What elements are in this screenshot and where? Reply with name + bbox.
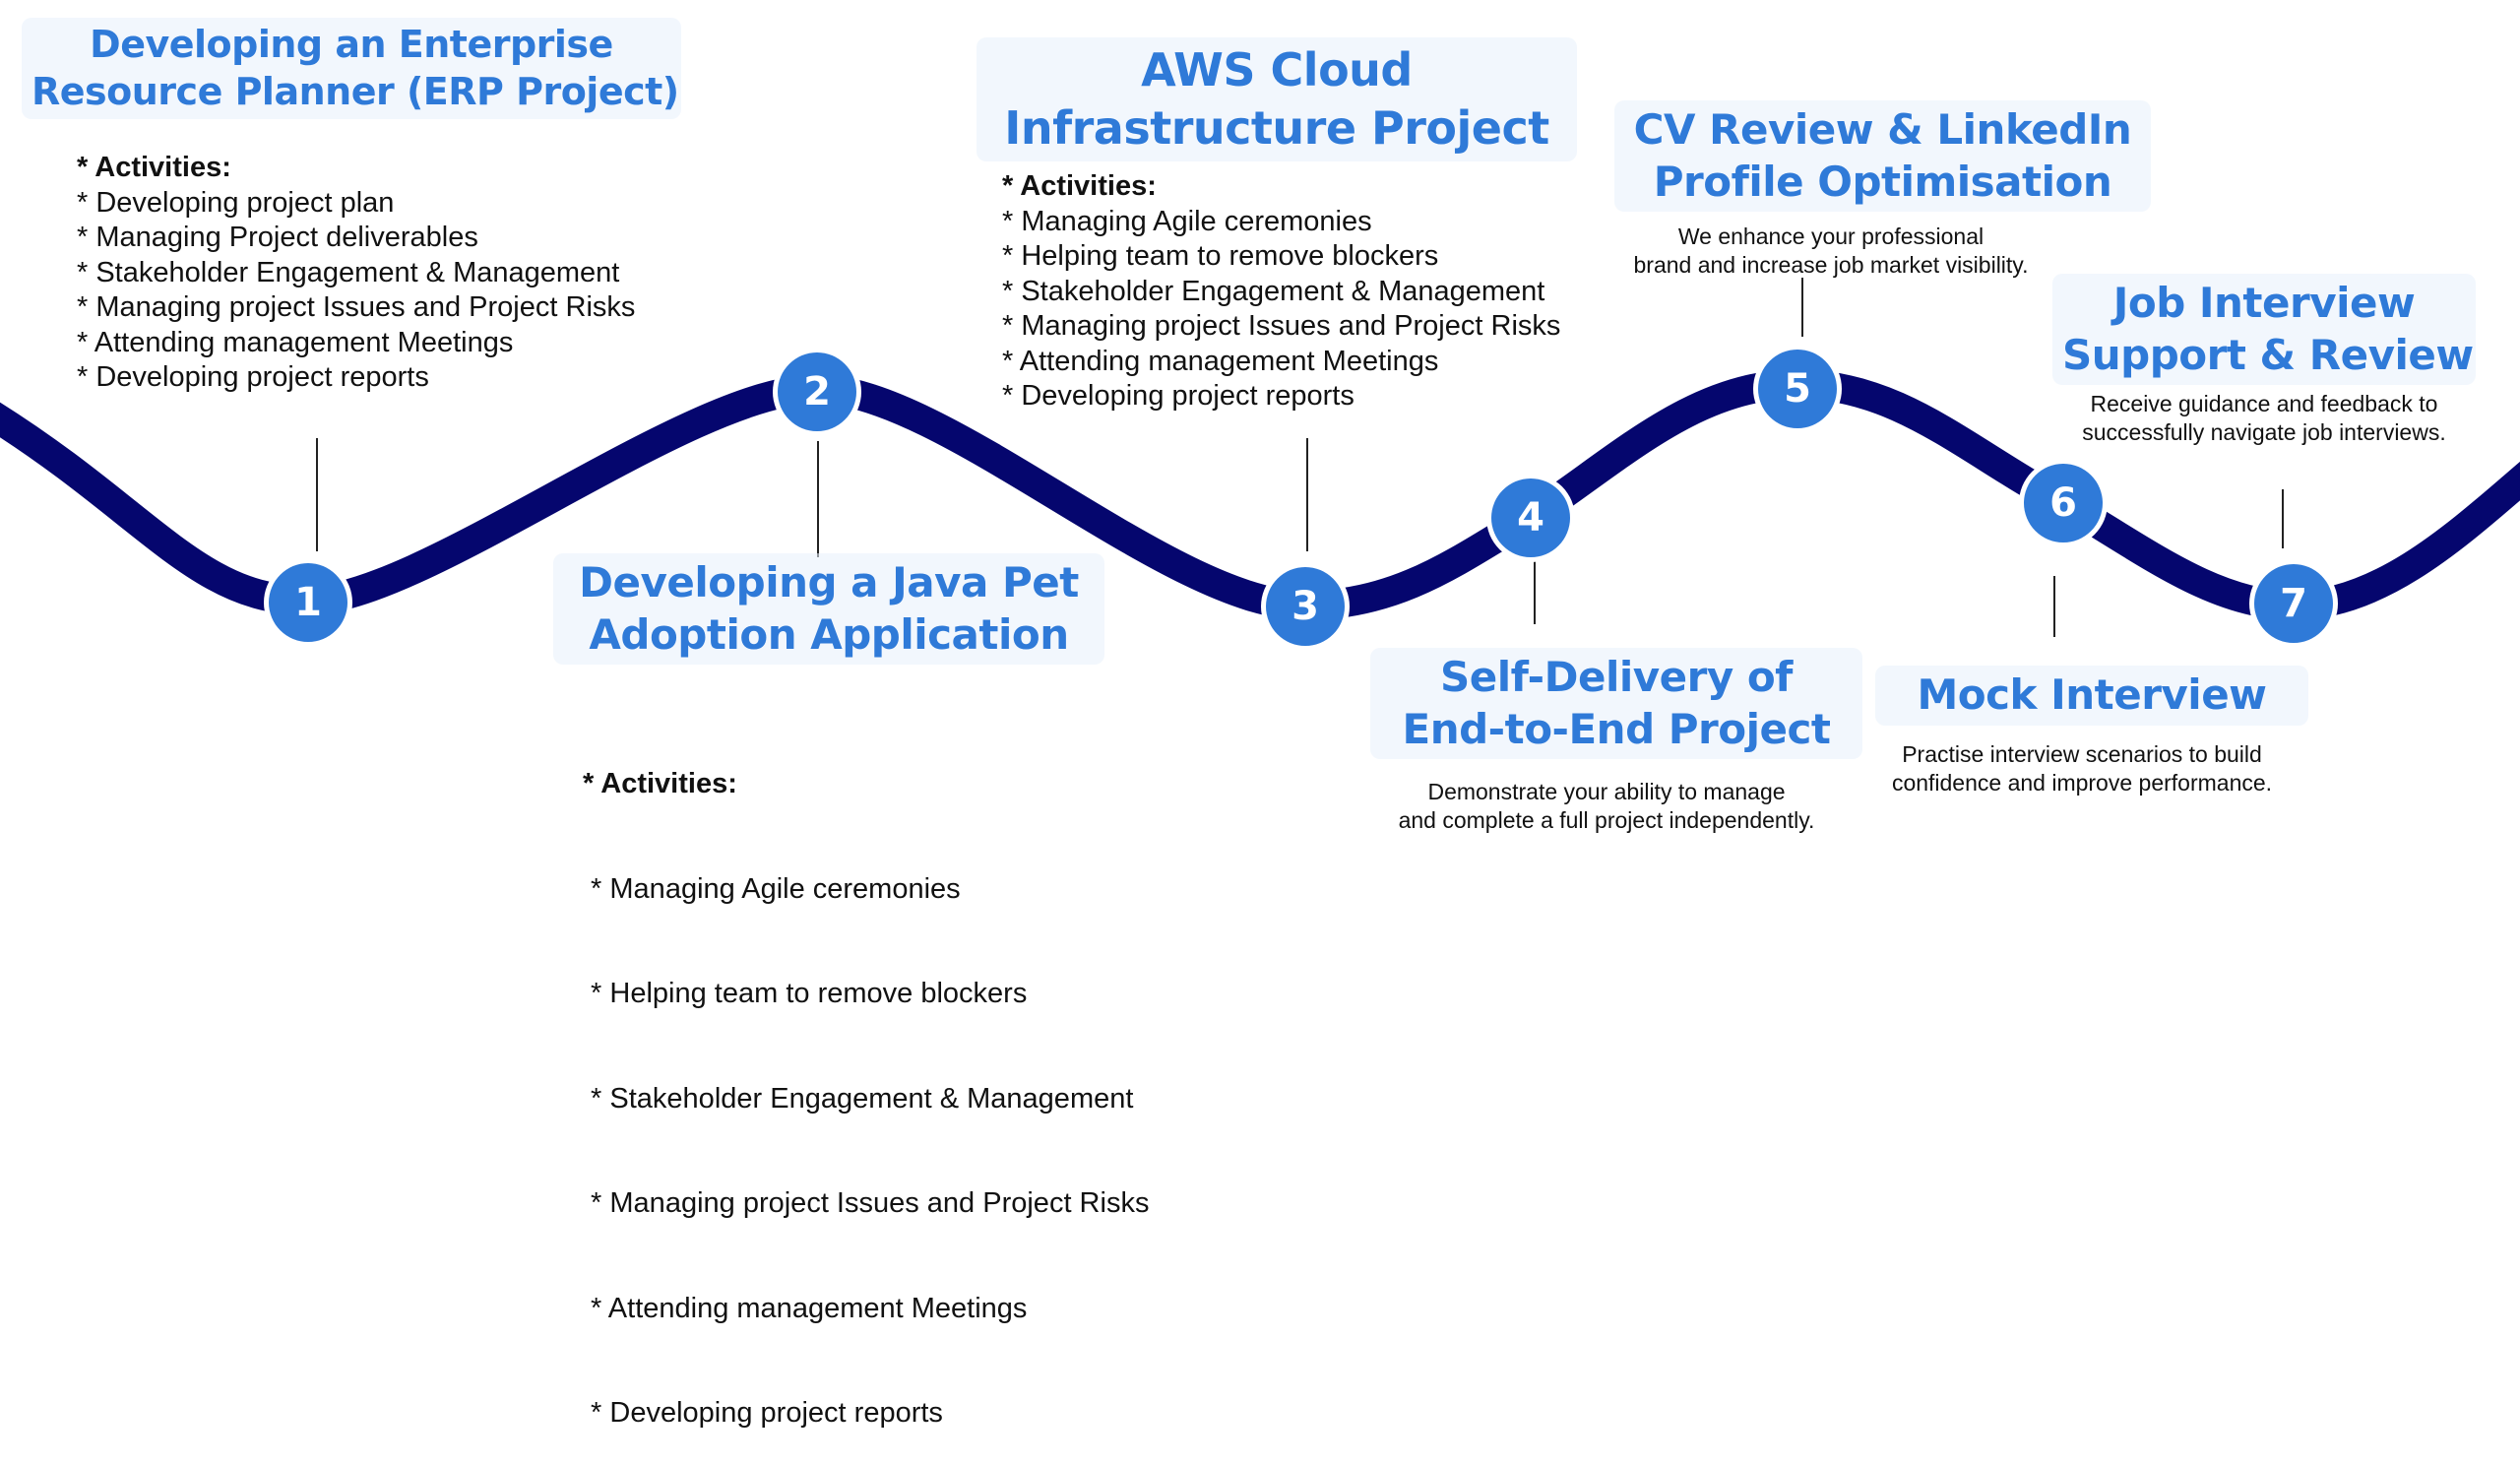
milestone-marker-4: 4 <box>1491 478 1570 557</box>
connector-3 <box>1306 438 1308 551</box>
connector-4 <box>1534 557 1536 624</box>
milestone-7-description: Receive guidance and feedback to success… <box>2082 391 2446 445</box>
milestone-marker-1: 1 <box>269 563 347 642</box>
milestone-2-activities: * Activities: * Managing Agile ceremonie… <box>583 768 1150 1429</box>
connector-5 <box>1801 278 1803 337</box>
connector-1 <box>316 438 318 551</box>
milestone-5-description: We enhance your professional brand and i… <box>1633 223 2029 278</box>
milestone-3-activities: * Activities: * Managing Agile ceremonie… <box>1002 170 1561 412</box>
milestone-marker-6: 6 <box>2024 464 2103 542</box>
connector-6 <box>2053 576 2055 637</box>
milestone-3-title: AWS Cloud Infrastructure Project <box>976 37 1577 161</box>
milestone-marker-5: 5 <box>1758 350 1837 428</box>
milestone-2-title: Developing a Java Pet Adoption Applicati… <box>553 553 1104 665</box>
milestone-6-title: Mock Interview <box>1875 666 2308 726</box>
milestone-5-title: CV Review & LinkedIn Profile Optimisatio… <box>1614 100 2151 212</box>
wave-line <box>0 368 2520 621</box>
milestone-6-description: Practise interview scenarios to build co… <box>1891 741 2273 796</box>
connector-2 <box>817 441 819 557</box>
milestone-marker-2: 2 <box>778 352 856 431</box>
milestone-marker-7: 7 <box>2254 564 2333 643</box>
milestone-7-title: Job Interview Support & Review <box>2052 274 2476 385</box>
milestone-4-description: Demonstrate your ability to manage and c… <box>1398 779 1815 833</box>
milestone-1-title: Developing an Enterprise Resource Planne… <box>22 18 681 119</box>
roadmap-path <box>0 368 2520 621</box>
milestone-1-activities: * Activities: * Developing project plan … <box>77 152 636 393</box>
milestone-4-title: Self-Delivery of End-to-End Project <box>1370 648 1862 759</box>
connector-7 <box>2282 489 2284 548</box>
milestone-marker-3: 3 <box>1266 567 1345 646</box>
